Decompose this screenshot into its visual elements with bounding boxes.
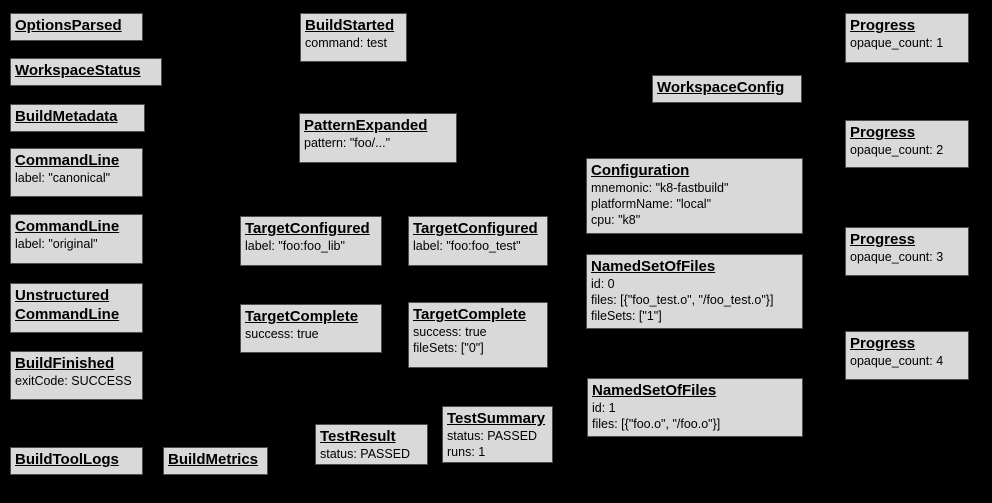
node-attr: opaque_count: 3 xyxy=(850,250,944,264)
node-progress-2: Progress opaque_count: 2 xyxy=(845,120,969,168)
node-build-finished: BuildFinished exitCode: SUCCESS xyxy=(10,351,143,400)
node-progress-1: Progress opaque_count: 1 xyxy=(845,13,969,63)
node-attr: label: "original" xyxy=(15,237,98,251)
node-attr: success: true xyxy=(245,327,319,341)
node-build-metadata: BuildMetadata xyxy=(10,104,145,132)
node-attr: label: "canonical" xyxy=(15,171,111,185)
node-title: Configuration xyxy=(591,162,690,179)
node-attr: status: PASSED xyxy=(320,447,411,461)
node-named-set-of-files-1: NamedSetOfFiles id: 1 files: [{"foo.o", … xyxy=(587,378,803,437)
node-title: Progress xyxy=(850,335,916,352)
node-attr: label: "foo:foo_lib" xyxy=(245,239,345,253)
node-named-set-of-files-0: NamedSetOfFiles id: 0 files: [{"foo_test… xyxy=(586,254,803,329)
node-unstructured-command-line: Unstructured CommandLine xyxy=(10,283,143,333)
node-progress-3: Progress opaque_count: 3 xyxy=(845,227,969,276)
node-options-parsed: OptionsParsed xyxy=(10,13,143,41)
node-attr: files: [{"foo.o", "/foo.o"}] xyxy=(592,417,721,431)
node-attr: opaque_count: 4 xyxy=(850,354,944,368)
node-attr: exitCode: SUCCESS xyxy=(15,374,132,388)
node-test-summary: TestSummary status: PASSED runs: 1 xyxy=(442,406,553,463)
node-attr: fileSets: ["1"] xyxy=(591,309,662,323)
node-target-complete-lib: TargetComplete success: true xyxy=(240,304,382,353)
node-title: Progress xyxy=(850,124,916,141)
node-title-line2: CommandLine xyxy=(15,306,120,323)
node-target-configured-test: TargetConfigured label: "foo:foo_test" xyxy=(408,216,548,266)
node-build-metrics: BuildMetrics xyxy=(163,447,268,475)
node-title: WorkspaceConfig xyxy=(657,79,785,96)
node-attr: mnemonic: "k8-fastbuild" xyxy=(591,181,729,195)
node-command-line-original: CommandLine label: "original" xyxy=(10,214,143,264)
node-title: TestSummary xyxy=(447,410,546,427)
node-build-tool-logs: BuildToolLogs xyxy=(10,447,143,475)
node-title: TargetConfigured xyxy=(245,220,370,237)
node-title: Unstructured xyxy=(15,287,110,304)
node-title: OptionsParsed xyxy=(15,17,122,34)
node-attr: id: 1 xyxy=(592,401,616,415)
node-progress-4: Progress opaque_count: 4 xyxy=(845,331,969,380)
node-attr: success: true xyxy=(413,325,487,339)
node-attr: id: 0 xyxy=(591,277,615,291)
node-title: CommandLine xyxy=(15,218,120,235)
node-title: TargetConfigured xyxy=(413,220,538,237)
node-build-started: BuildStarted command: test xyxy=(300,13,407,62)
node-title: TargetComplete xyxy=(245,308,359,325)
node-title: PatternExpanded xyxy=(304,117,428,134)
node-title: BuildFinished xyxy=(15,355,115,372)
node-attr: status: PASSED xyxy=(447,429,538,443)
node-title: TestResult xyxy=(320,428,396,445)
node-target-complete-test: TargetComplete success: true fileSets: [… xyxy=(408,302,548,368)
node-title: BuildMetrics xyxy=(168,451,259,468)
node-attr: cpu: "k8" xyxy=(591,213,641,227)
node-test-result: TestResult status: PASSED xyxy=(315,424,428,465)
node-attr: runs: 1 xyxy=(447,445,486,459)
node-workspace-status: WorkspaceStatus xyxy=(10,58,162,86)
node-workspace-config: WorkspaceConfig xyxy=(652,75,802,103)
node-title: TargetComplete xyxy=(413,306,527,323)
node-command-line-canonical: CommandLine label: "canonical" xyxy=(10,148,143,197)
node-title: NamedSetOfFiles xyxy=(592,382,717,399)
node-attr: label: "foo:foo_test" xyxy=(413,239,521,253)
node-title: BuildStarted xyxy=(305,17,395,34)
node-attr: fileSets: ["0"] xyxy=(413,341,484,355)
node-attr: files: [{"foo_test.o", "/foo_test.o"}] xyxy=(591,293,774,307)
node-title: BuildToolLogs xyxy=(15,451,119,468)
node-attr: opaque_count: 2 xyxy=(850,143,944,157)
node-pattern-expanded: PatternExpanded pattern: "foo/..." xyxy=(299,113,457,163)
node-title: BuildMetadata xyxy=(15,108,118,125)
node-configuration: Configuration mnemonic: "k8-fastbuild" p… xyxy=(586,158,803,234)
node-title: CommandLine xyxy=(15,152,120,169)
node-title: NamedSetOfFiles xyxy=(591,258,716,275)
node-title: Progress xyxy=(850,17,916,34)
node-attr: command: test xyxy=(305,36,387,50)
node-attr: opaque_count: 1 xyxy=(850,36,944,50)
node-title: Progress xyxy=(850,231,916,248)
node-title: WorkspaceStatus xyxy=(15,62,141,79)
node-attr: pattern: "foo/..." xyxy=(304,136,391,150)
node-target-configured-lib: TargetConfigured label: "foo:foo_lib" xyxy=(240,216,382,266)
node-attr: platformName: "local" xyxy=(591,197,712,211)
